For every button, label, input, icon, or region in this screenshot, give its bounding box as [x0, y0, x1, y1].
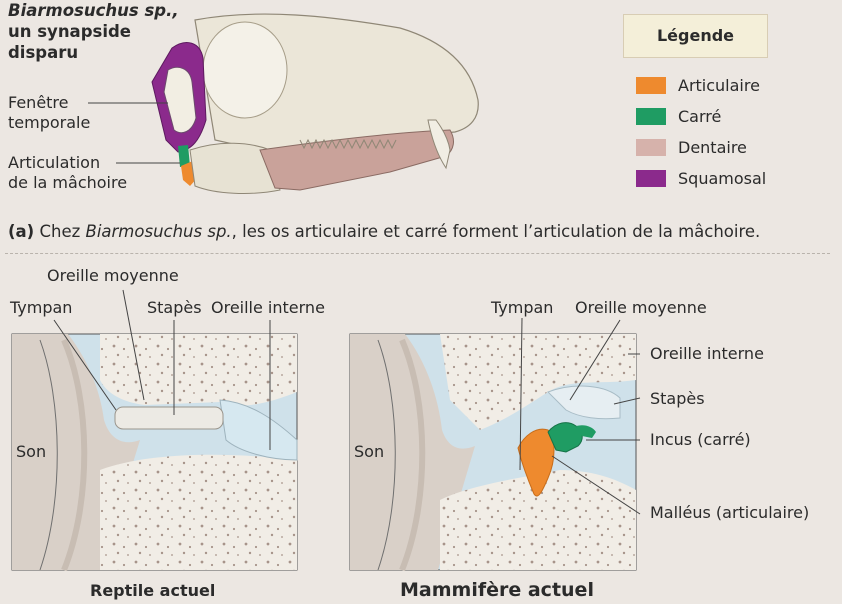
mammal-caption: Mammifère actuel: [400, 579, 594, 601]
reptile-label-son: Son: [16, 442, 46, 462]
mammal-ear-diagram: [350, 318, 640, 570]
reptile-ear-diagram: [12, 290, 297, 570]
mammal-label-oreille-interne: Oreille interne: [650, 344, 764, 364]
mammal-label-malleus: Malléus (articulaire): [650, 503, 809, 523]
reptile-label-oreille-interne: Oreille interne: [211, 298, 325, 318]
mammal-label-oreille-moyenne: Oreille moyenne: [575, 298, 707, 318]
reptile-caption: Reptile actuel: [90, 581, 215, 600]
mammal-label-incus: Incus (carré): [650, 430, 751, 450]
reptile-label-stapes: Stapès: [147, 298, 202, 318]
reptile-label-oreille-moyenne: Oreille moyenne: [47, 266, 179, 286]
mammal-label-stapes: Stapès: [650, 389, 705, 409]
mammal-label-tympan: Tympan: [491, 298, 553, 318]
reptile-label-tympan: Tympan: [10, 298, 72, 318]
mammal-label-son: Son: [354, 442, 384, 462]
